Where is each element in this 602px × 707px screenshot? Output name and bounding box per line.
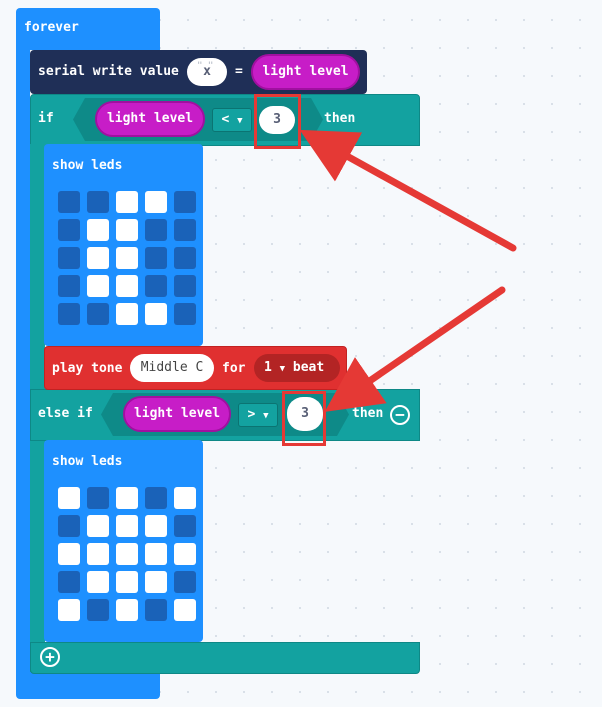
for-label: for: [222, 361, 246, 376]
led-cell[interactable]: [145, 219, 167, 241]
led-cell[interactable]: [145, 247, 167, 269]
led-cell[interactable]: [145, 599, 167, 621]
led-cell[interactable]: [58, 275, 80, 297]
led-cell[interactable]: [58, 191, 80, 213]
show-leds-block-2[interactable]: show leds: [44, 440, 203, 642]
if-footer: +: [30, 642, 420, 674]
led-cell[interactable]: [174, 275, 196, 297]
led-cell[interactable]: [87, 515, 109, 537]
led-cell[interactable]: [145, 515, 167, 537]
led-cell[interactable]: [145, 487, 167, 509]
else-if-compare-input[interactable]: 3: [287, 397, 323, 431]
play-tone-label: play tone: [52, 361, 123, 376]
led-cell[interactable]: [116, 219, 138, 241]
arrow-to-else-if-value: [324, 286, 506, 412]
led-cell[interactable]: [87, 543, 109, 565]
led-cell[interactable]: [116, 571, 138, 593]
led-cell[interactable]: [116, 247, 138, 269]
led-cell[interactable]: [116, 191, 138, 213]
led-cell[interactable]: [174, 543, 196, 565]
led-cell[interactable]: [145, 303, 167, 325]
led-cell[interactable]: [58, 219, 80, 241]
light-level-block[interactable]: light level: [251, 54, 360, 90]
if-else-block[interactable]: if light level < ▼ 3 then else if light …: [30, 94, 420, 674]
highlight-box-else-if-value: [282, 391, 326, 446]
led-cell[interactable]: [174, 219, 196, 241]
led-cell[interactable]: [116, 275, 138, 297]
if-label: if: [38, 111, 54, 126]
serial-write-label: serial write value: [38, 64, 179, 79]
led-cell[interactable]: [174, 191, 196, 213]
show-leds-label-2: show leds: [52, 454, 123, 469]
else-if-label: else if: [38, 406, 93, 421]
else-if-light-level-block[interactable]: light level: [123, 396, 231, 432]
led-cell[interactable]: [58, 571, 80, 593]
show-leds-label-1: show leds: [52, 158, 123, 173]
led-cell[interactable]: [116, 515, 138, 537]
led-cell[interactable]: [174, 303, 196, 325]
led-cell[interactable]: [174, 487, 196, 509]
led-cell[interactable]: [58, 543, 80, 565]
if-compare-input[interactable]: 3: [259, 106, 295, 134]
chevron-down-icon: ▼: [263, 411, 269, 421]
equals-label: =: [235, 64, 243, 79]
led-cell[interactable]: [87, 487, 109, 509]
highlight-box-if-value: [254, 94, 301, 149]
led-cell[interactable]: [145, 191, 167, 213]
if-light-level-block[interactable]: light level: [95, 101, 205, 137]
led-cell[interactable]: [87, 303, 109, 325]
chevron-down-icon: ▼: [237, 116, 243, 126]
led-cell[interactable]: [174, 599, 196, 621]
else-if-operator-dropdown[interactable]: > ▼: [238, 403, 278, 427]
forever-label: forever: [24, 20, 79, 35]
led-cell[interactable]: [145, 543, 167, 565]
arrow-to-if-value: [299, 129, 517, 252]
led-cell[interactable]: [116, 487, 138, 509]
led-cell[interactable]: [87, 219, 109, 241]
if-then-label: then: [324, 111, 356, 126]
led-cell[interactable]: [87, 191, 109, 213]
led-cell[interactable]: [145, 571, 167, 593]
plus-circle-icon[interactable]: +: [40, 647, 60, 667]
led-cell[interactable]: [87, 275, 109, 297]
show-leds-block-1[interactable]: show leds: [44, 144, 203, 346]
led-cell[interactable]: [174, 571, 196, 593]
led-cell[interactable]: [58, 515, 80, 537]
led-cell[interactable]: [58, 247, 80, 269]
note-input[interactable]: Middle C: [130, 354, 214, 382]
led-cell[interactable]: [87, 571, 109, 593]
led-cell[interactable]: [174, 247, 196, 269]
led-cell[interactable]: [116, 599, 138, 621]
else-if-header[interactable]: else if light level > ▼ 3 then −: [30, 389, 420, 441]
if-operator-dropdown[interactable]: < ▼: [212, 108, 252, 132]
led-cell[interactable]: [58, 599, 80, 621]
led-cell[interactable]: [58, 487, 80, 509]
led-cell[interactable]: [116, 303, 138, 325]
chevron-down-icon: ▼: [279, 364, 286, 374]
led-cell[interactable]: [174, 515, 196, 537]
serial-write-block[interactable]: serial write value " " x = light level: [30, 50, 367, 94]
if-header[interactable]: if light level < ▼ 3 then: [30, 94, 420, 146]
led-cell[interactable]: [116, 543, 138, 565]
led-cell[interactable]: [87, 247, 109, 269]
serial-name-input[interactable]: " " x: [187, 58, 227, 86]
led-cell[interactable]: [145, 275, 167, 297]
led-cell[interactable]: [87, 599, 109, 621]
led-cell[interactable]: [58, 303, 80, 325]
minus-circle-icon[interactable]: −: [390, 405, 410, 425]
